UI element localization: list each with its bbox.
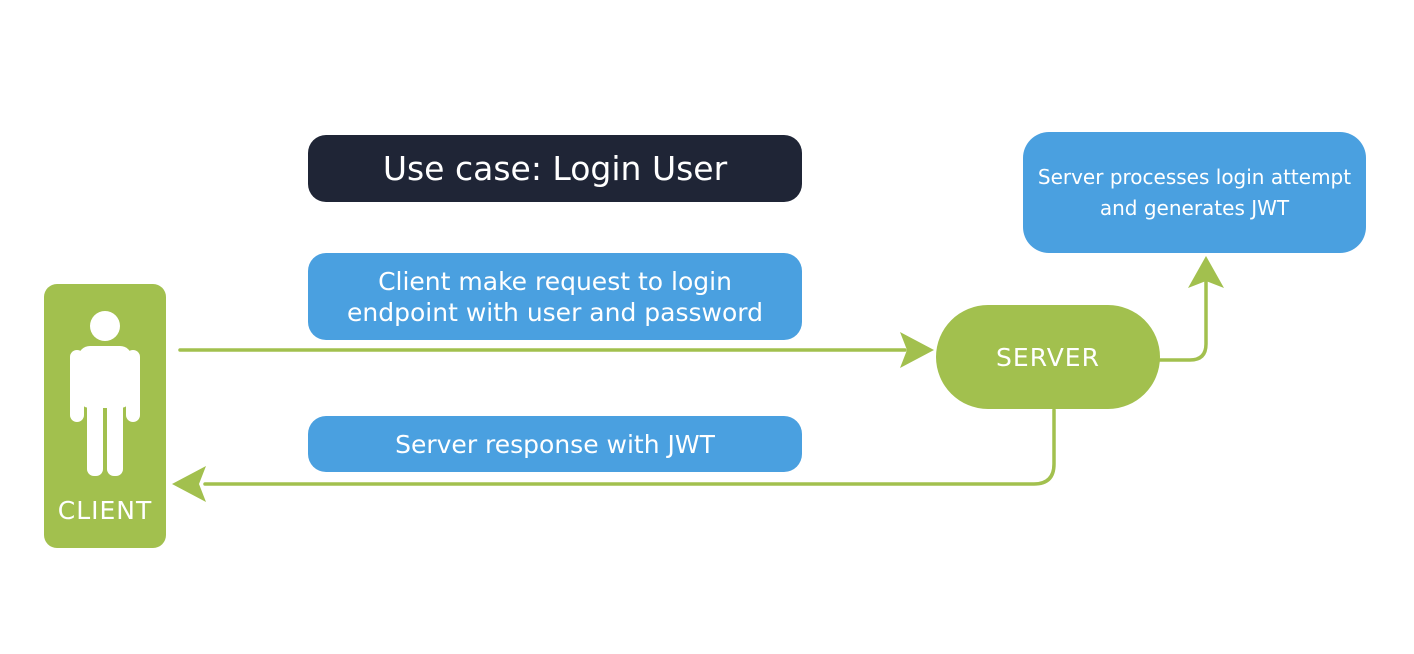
- process-arrow-line: [1158, 276, 1208, 362]
- response-step-label: Server response with JWT: [308, 416, 802, 472]
- response-arrow-line: [203, 408, 1056, 486]
- server-node: SERVER: [936, 305, 1160, 409]
- request-step-label: Client make request to login endpoint wi…: [308, 253, 802, 340]
- response-arrowhead-icon: [172, 466, 206, 502]
- client-node: CLIENT: [44, 284, 166, 548]
- process-arrowhead-icon: [1188, 256, 1224, 288]
- client-label: CLIENT: [57, 496, 153, 525]
- use-case-title: Use case: Login User: [308, 135, 802, 202]
- request-arrowhead-icon: [900, 332, 934, 368]
- process-step-label: Server processes login attempt and gener…: [1023, 132, 1366, 253]
- person-icon: [70, 311, 140, 476]
